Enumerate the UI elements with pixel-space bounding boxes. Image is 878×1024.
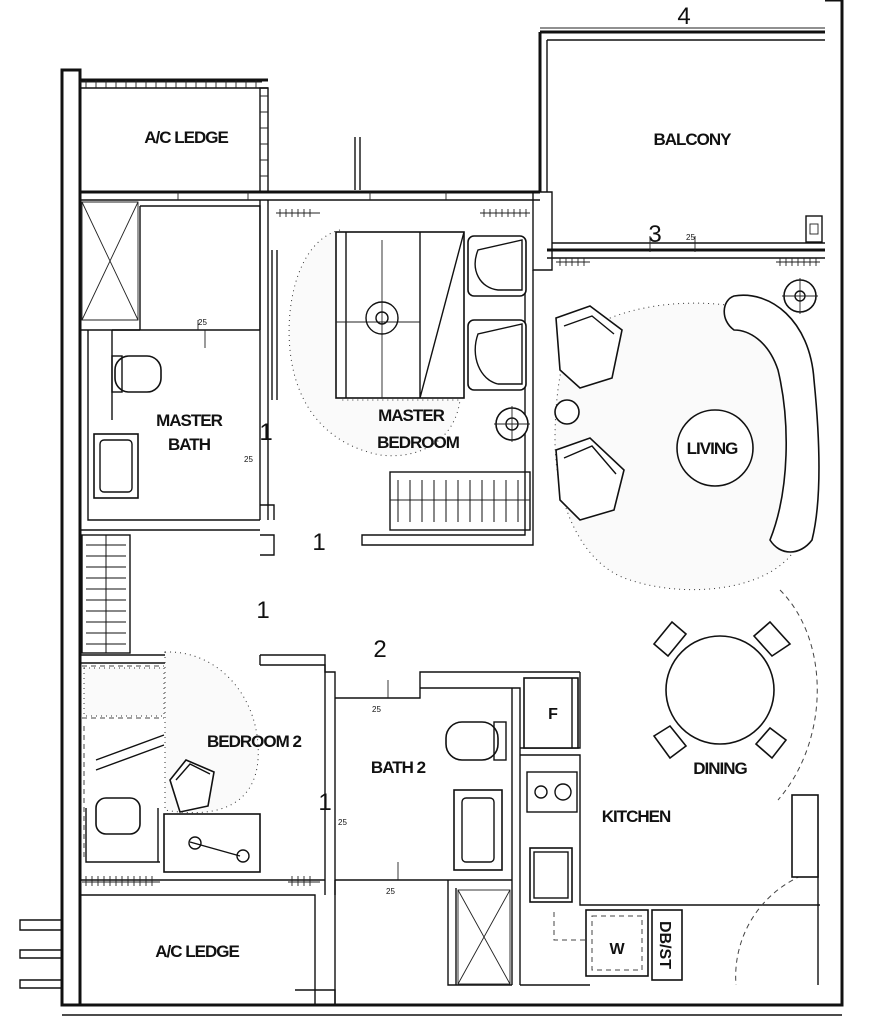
room-label-master-bath-line1: MASTER	[156, 411, 223, 430]
bath-2: 25 BATH 2 1 25 25	[318, 680, 511, 985]
room-label-bedroom-2: BEDROOM 2	[207, 732, 302, 751]
ac-ledge-top: A/C LEDGE	[80, 80, 269, 193]
master-bedroom: MASTER BEDROOM 1	[276, 209, 531, 556]
dining-area: DINING	[652, 589, 819, 878]
dimension-line-top: 4	[540, 3, 825, 30]
kitchen: F KITCHEN W DB/ST	[523, 677, 683, 981]
level-mark-ac-ledge-bottom: 25	[386, 887, 395, 896]
room-label-ac-ledge-bottom: A/C LEDGE	[155, 942, 239, 961]
level-mark-balcony: 25	[686, 233, 695, 242]
dim-mark-corridor-2: 1	[256, 597, 269, 624]
room-label-ac-ledge-top: A/C LEDGE	[144, 128, 228, 147]
dim-mark-bath2-top: 2	[373, 636, 386, 663]
level-mark-bath2-top: 25	[372, 705, 381, 714]
fixture-label-dbst: DB/ST	[656, 921, 673, 969]
room-label-dining: DINING	[693, 759, 747, 778]
fixture-label-fridge: F	[548, 706, 558, 723]
dim-mark-balcony-edge: 3	[648, 221, 661, 248]
room-label-bath-2: BATH 2	[371, 758, 426, 777]
dim-mark-corridor-1: 1	[312, 529, 325, 556]
corridor: 1 2	[81, 534, 387, 663]
room-label-kitchen: KITCHEN	[602, 807, 671, 826]
room-label-master-bedroom-line1: MASTER	[378, 406, 445, 425]
room-label-master-bath-line2: BATH	[168, 435, 211, 454]
balcony: BALCONY 3 25	[552, 130, 825, 252]
level-mark-master-bath: 25	[198, 318, 207, 327]
level-mark-bath2-side: 25	[338, 818, 347, 827]
dim-mark-bath2-side: 1	[318, 789, 331, 816]
living-area: LIVING	[554, 278, 820, 591]
dim-mark-top: 4	[677, 3, 690, 30]
ac-ledge-bottom: A/C LEDGE	[19, 895, 240, 1005]
room-label-master-bedroom-line2: BEDROOM	[377, 433, 460, 452]
bedroom-2: BEDROOM 2	[82, 651, 303, 873]
dim-mark-bath-side: 1	[259, 419, 272, 446]
room-label-living: LIVING	[687, 439, 738, 458]
level-mark-master-bath-side: 25	[244, 455, 253, 464]
fixture-label-washer: W	[609, 941, 625, 958]
exterior-walls	[60, 0, 844, 1016]
room-label-balcony: BALCONY	[653, 130, 732, 149]
master-bath: 25 25 MASTER BATH 1	[81, 201, 278, 499]
